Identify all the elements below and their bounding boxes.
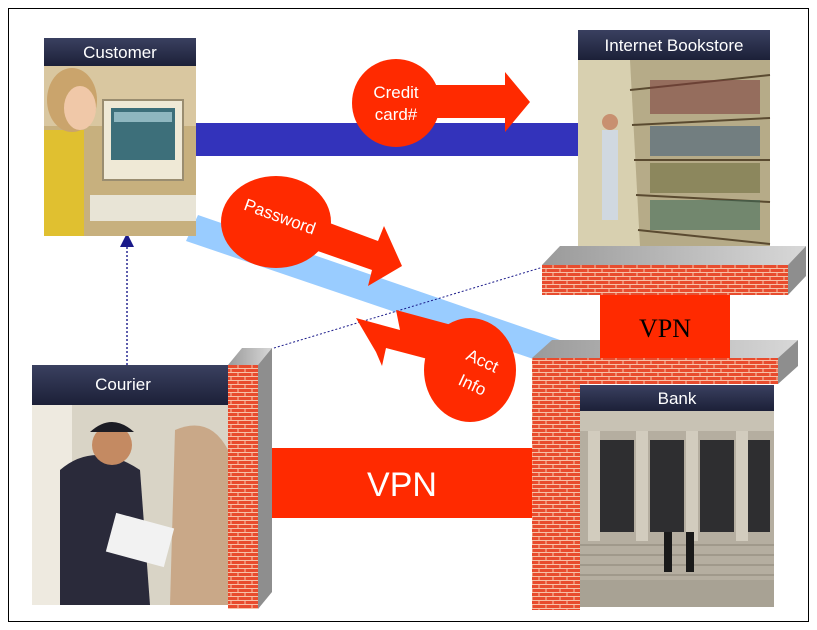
bank-title: Bank [658, 389, 697, 408]
diagram-frame [8, 8, 809, 622]
delivery-person-photo-icon [32, 405, 228, 605]
customer-title: Customer [83, 43, 157, 62]
courier-node: Courier [32, 365, 228, 605]
bank-node: Bank [580, 385, 774, 607]
library-shelves-photo-icon [578, 60, 771, 246]
vpn-bookstore-bank: VPN [600, 295, 730, 358]
courier-firewall [228, 348, 272, 609]
vpn-courier-bank: VPN [272, 448, 532, 518]
bookstore-title: Internet Bookstore [605, 36, 744, 55]
credit-card-line1: Credit [373, 83, 419, 102]
person-at-computer-photo-icon [44, 66, 196, 236]
courier-title: Courier [95, 375, 151, 394]
bookstore-firewall [542, 246, 806, 295]
credit-card-message: Credit card# [352, 59, 530, 147]
password-message: Password [221, 176, 402, 286]
customer-node: Customer [44, 38, 196, 236]
vpn-bookstore-bank-label: VPN [639, 314, 691, 343]
vpn-courier-bank-label: VPN [367, 466, 437, 504]
bookstore-node: Internet Bookstore [578, 30, 771, 246]
credit-card-arrow-icon [420, 72, 530, 132]
acct-info-message: Acct Info [356, 310, 516, 422]
courier-bank-dotted-link [273, 261, 561, 349]
credit-card-line2: card# [375, 105, 418, 124]
bank-building-photo-icon [580, 411, 774, 607]
